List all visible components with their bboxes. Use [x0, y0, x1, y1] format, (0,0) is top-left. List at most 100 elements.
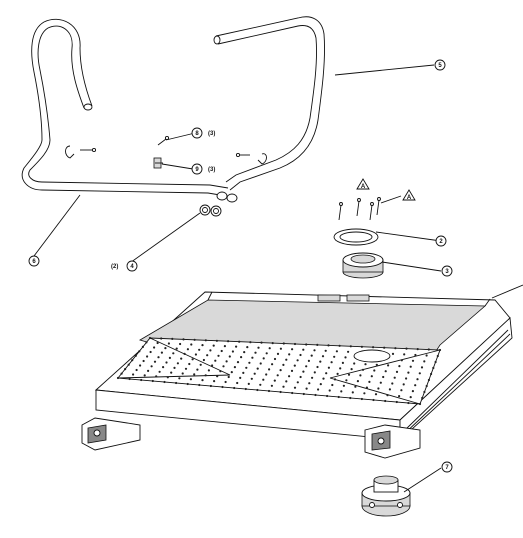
drain-hole	[223, 345, 226, 348]
drain-hole	[342, 384, 345, 387]
drain-hole	[180, 357, 183, 360]
drain-hole	[341, 361, 344, 364]
drain-hole	[179, 342, 182, 346]
drain-hole	[245, 366, 248, 369]
mounting-screws	[338, 197, 381, 221]
callout-4-label: 4	[130, 264, 134, 270]
callout-3: 3	[441, 265, 453, 277]
drain-hole	[372, 398, 375, 402]
callout-7: 7	[441, 461, 453, 473]
drain-hole	[337, 395, 340, 399]
drain-hole	[325, 372, 328, 375]
callout-2-label: 2	[439, 239, 443, 245]
drain-hole	[198, 348, 201, 351]
drain-hole	[395, 370, 399, 373]
drain-hole	[308, 382, 311, 385]
drain-hole	[214, 359, 217, 362]
drain-hose-left	[21, 18, 229, 197]
drain-hole	[248, 361, 251, 364]
drain-hole	[282, 363, 285, 366]
drain-hole	[173, 366, 176, 369]
drain-hole	[213, 380, 216, 383]
drain-hole	[423, 390, 426, 394]
drain-hole	[427, 378, 430, 382]
drain-hole	[331, 383, 334, 387]
drain-hole	[239, 376, 242, 379]
drain-hole	[171, 337, 174, 340]
drain-hole	[204, 374, 207, 377]
drain-hole	[279, 369, 282, 372]
drain-hole	[244, 387, 247, 391]
drain-hole	[336, 372, 339, 375]
callout-5-label: 5	[438, 63, 442, 69]
drain-hole	[370, 375, 373, 378]
drain-hole	[166, 376, 169, 379]
callout-9: 9	[191, 163, 203, 175]
drain-hole	[182, 338, 185, 341]
drain-hole	[157, 356, 160, 359]
drain-hole	[124, 368, 127, 371]
drain-hole	[134, 354, 137, 357]
drain-hole	[132, 373, 135, 376]
gasket-ring	[333, 228, 379, 246]
drain-hole	[186, 382, 189, 386]
drain-hole	[160, 337, 163, 340]
drain-hole	[365, 386, 368, 389]
drain-hole	[262, 357, 265, 360]
drain-hole	[250, 377, 253, 380]
drain-hole	[322, 377, 325, 380]
drain-hole	[231, 350, 234, 353]
drain-hole	[209, 349, 212, 352]
drain-hole	[407, 401, 410, 405]
drain-hole	[293, 386, 297, 389]
drain-hole	[142, 359, 145, 363]
drain-hole	[403, 353, 406, 356]
drain-hole	[285, 358, 288, 361]
drain-hole	[212, 344, 215, 347]
drain-hole	[319, 360, 322, 363]
drain-hole	[178, 377, 181, 380]
drain-hole	[330, 361, 333, 364]
drain-hole	[270, 384, 273, 387]
drain-hole	[398, 395, 401, 398]
drain-hole	[135, 368, 138, 372]
drain-hole	[279, 347, 282, 350]
drain-hole	[165, 361, 168, 364]
drain-hole	[339, 367, 342, 370]
drain-hole	[305, 343, 308, 346]
drain-hole	[391, 352, 395, 355]
drain-hole	[155, 375, 158, 378]
drain-hole	[227, 375, 230, 379]
drain-hole	[411, 359, 415, 362]
drain-hole	[156, 341, 159, 345]
drain-hole	[372, 346, 375, 349]
drain-hole	[189, 378, 192, 381]
drain-hole	[316, 365, 319, 369]
drain-hole	[333, 355, 336, 358]
callout-7-label: 7	[445, 465, 449, 471]
drain-hole	[139, 364, 142, 367]
drain-hole	[256, 367, 259, 370]
drain-hole	[313, 371, 316, 374]
drain-hole	[242, 371, 245, 374]
qty-8: (3)	[208, 131, 215, 137]
drain-hole	[253, 372, 256, 375]
drain-hole	[388, 388, 391, 391]
drain-hole	[349, 345, 352, 348]
drain-hole	[347, 350, 350, 353]
drain-hole	[360, 345, 363, 348]
drain-hole	[384, 399, 387, 403]
drain-hole	[265, 373, 268, 376]
drain-hole	[326, 394, 329, 398]
drain-valve	[361, 475, 411, 517]
drain-hole	[128, 377, 131, 381]
drain-hole	[151, 379, 154, 383]
drain-hole	[374, 393, 378, 396]
drain-hole	[268, 368, 271, 371]
callout-1-triangle-icon: A	[402, 189, 416, 201]
drain-hole	[387, 364, 390, 367]
drain-hole	[305, 387, 308, 390]
drain-hole	[131, 359, 134, 362]
drain-hole	[368, 380, 371, 383]
drain-hole	[254, 351, 257, 354]
